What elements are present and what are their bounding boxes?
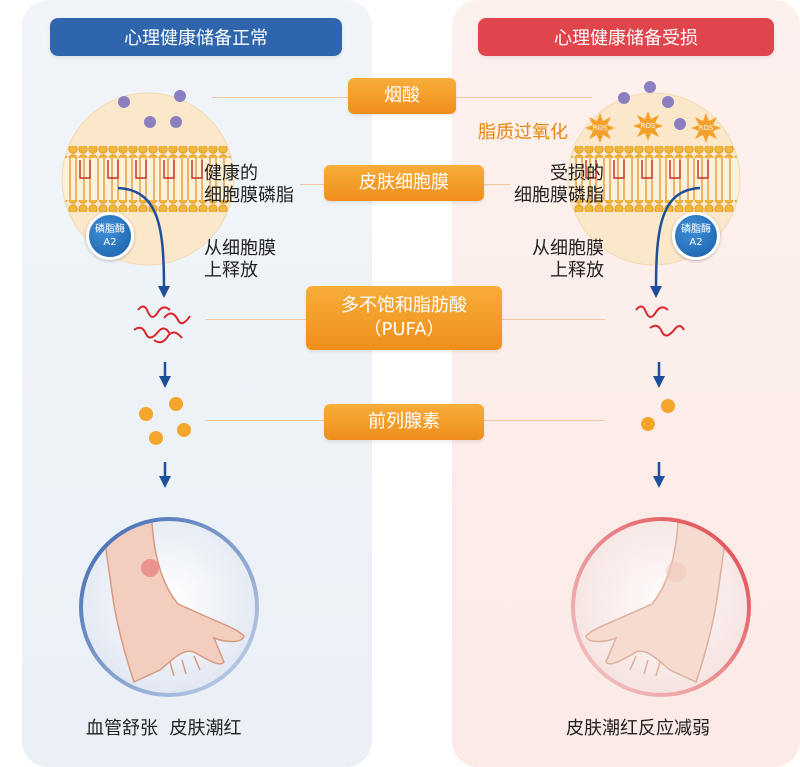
right-membrane-text: 受损的 细胞膜磷脂	[500, 163, 604, 207]
left-skin-circle	[79, 517, 259, 697]
left-phospholipase-badge: 磷脂酶 A2	[86, 212, 134, 260]
right-membrane-line2: 细胞膜磷脂	[514, 185, 604, 206]
right-release-text: 从细胞膜 上释放	[500, 238, 604, 282]
pufa-label-line1: 多不饱和脂肪酸	[341, 295, 467, 316]
left-release-line1: 从细胞膜	[204, 238, 276, 259]
impaired-header: 心理健康储备受损	[478, 18, 774, 56]
left-outcome-caption: 血管舒张 皮肤潮红	[86, 718, 242, 739]
ros-label: ROS	[640, 122, 656, 130]
right-enzyme-line1: 磷脂酶	[681, 224, 711, 235]
right-membrane-line1: 受损的	[550, 163, 604, 184]
left-prostaglandin-dots	[139, 397, 191, 445]
prostaglandin-label: 前列腺素	[324, 404, 484, 440]
ros-burst-1: ROS	[584, 112, 616, 144]
pufa-label: 多不饱和脂肪酸 （PUFA）	[306, 286, 502, 350]
left-membrane-line2: 细胞膜磷脂	[204, 185, 294, 206]
left-pufa-chains	[133, 305, 191, 344]
skin-membrane-label-text: 皮肤细胞膜	[359, 172, 449, 193]
niacin-label-text: 烟酸	[384, 85, 420, 106]
right-release-line1: 从细胞膜	[532, 238, 604, 259]
right-pufa-chains	[635, 305, 685, 337]
right-skin-circle	[571, 517, 751, 697]
lipid-peroxidation-label: 脂质过氧化	[478, 122, 568, 143]
pufa-label-line2: （PUFA）	[363, 319, 445, 340]
ros-burst-2: ROS	[632, 110, 664, 142]
normal-header: 心理健康储备正常	[50, 18, 342, 56]
niacin-label: 烟酸	[348, 78, 456, 114]
prostaglandin-label-text: 前列腺素	[368, 411, 440, 432]
right-niacin-molecules	[618, 81, 686, 130]
ros-label: ROS	[592, 124, 608, 132]
skin-membrane-label: 皮肤细胞膜	[324, 165, 484, 201]
left-release-line2: 上释放	[204, 260, 258, 281]
left-enzyme-line2: A2	[103, 237, 117, 248]
right-outcome-caption: 皮肤潮红反应减弱	[566, 718, 710, 739]
left-membrane-text: 健康的 细胞膜磷脂	[204, 163, 294, 207]
left-enzyme-line1: 磷脂酶	[95, 224, 125, 235]
left-release-text: 从细胞膜 上释放	[204, 238, 276, 282]
left-membrane-line1: 健康的	[204, 163, 258, 184]
ros-burst-3: ROS	[690, 112, 722, 144]
right-prostaglandin-dots	[641, 399, 675, 431]
right-release-line2: 上释放	[550, 260, 604, 281]
ros-label: ROS	[698, 124, 714, 132]
left-niacin-molecules	[118, 90, 186, 128]
right-phospholipase-badge: 磷脂酶 A2	[672, 212, 720, 260]
right-enzyme-line2: A2	[689, 237, 703, 248]
